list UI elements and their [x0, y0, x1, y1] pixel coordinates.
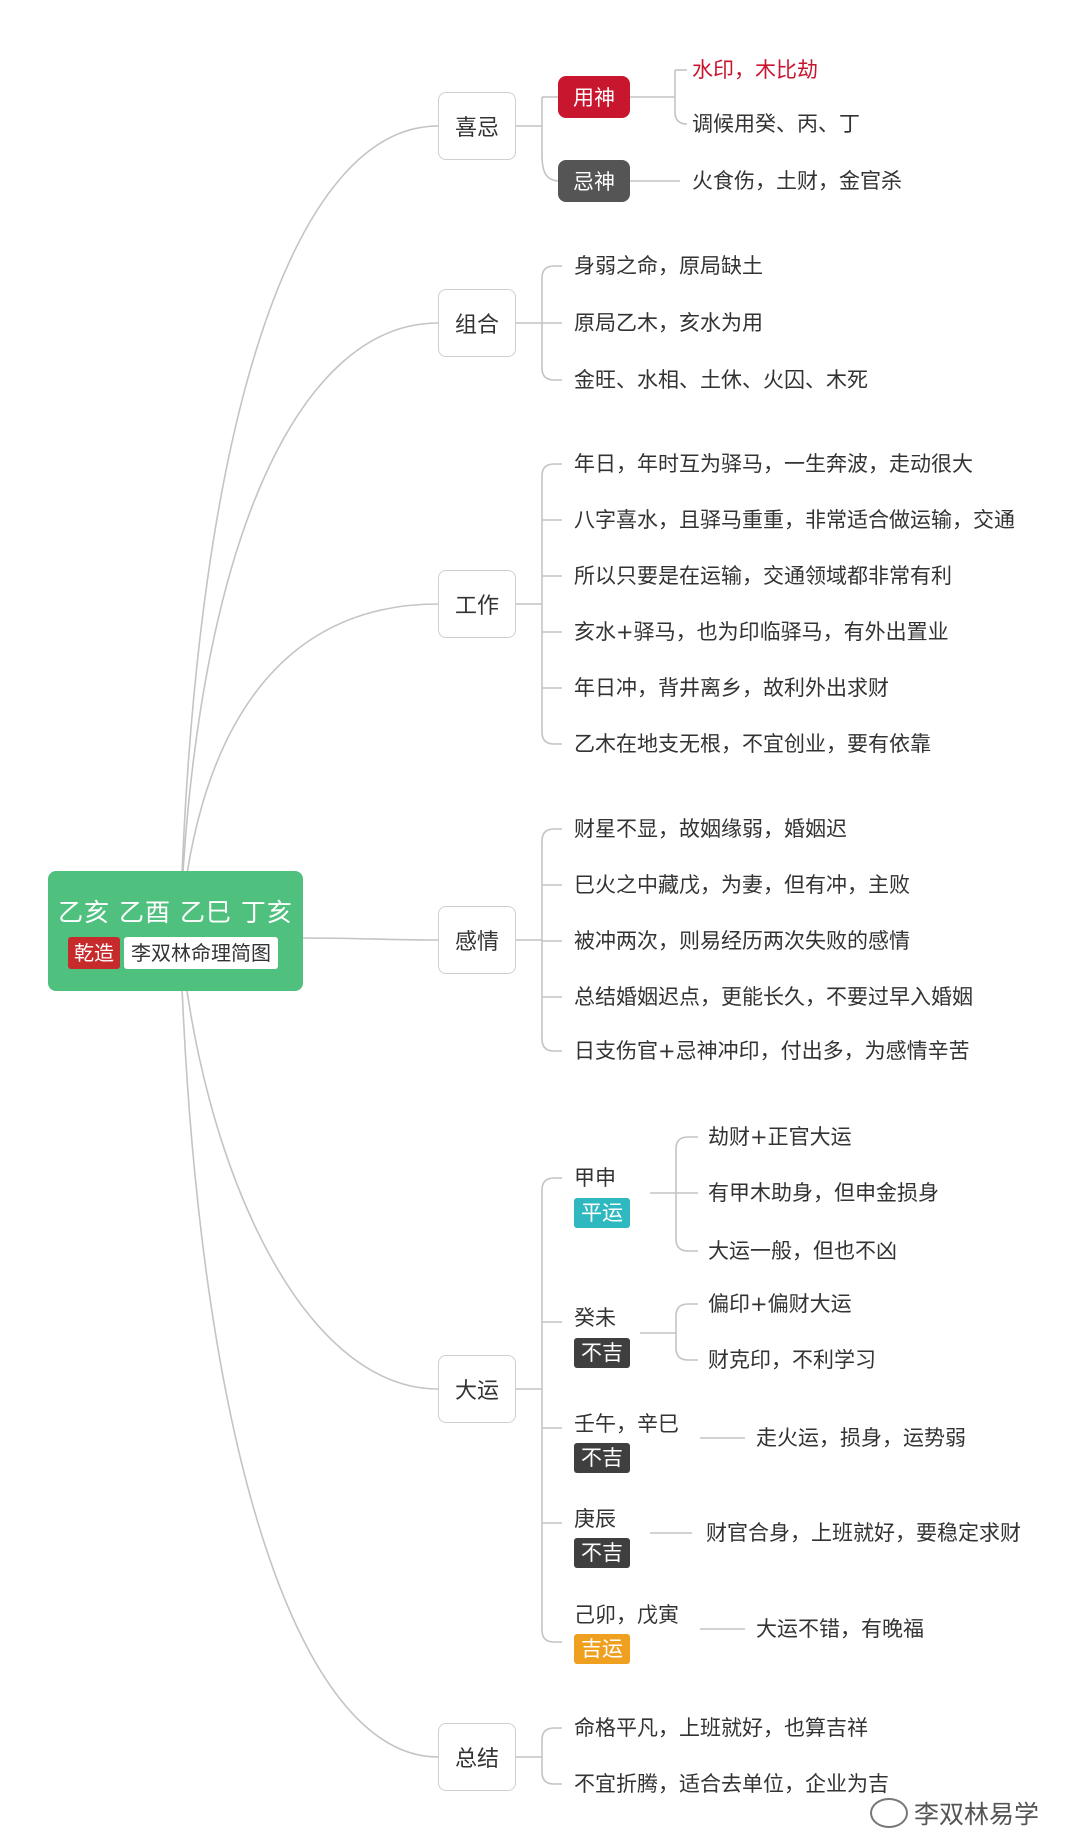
ganqing-item: 财星不显，故姻缘弱，婚姻迟: [574, 817, 847, 841]
gongzuo-item: 亥水+驿马，也为印临驿马，有外出置业: [574, 620, 949, 644]
jishen-node[interactable]: 忌神: [558, 160, 630, 202]
dayun-item: 大运一般，但也不凶: [708, 1239, 897, 1263]
dayun-period-name: 癸未: [574, 1306, 616, 1330]
wechat-icon: [870, 1798, 908, 1828]
root-title: 乙亥 乙酉 乙巳 丁亥: [58, 898, 293, 927]
dayun-period-name: 己卯，戊寅: [574, 1603, 679, 1627]
category-dayun[interactable]: 大运: [438, 1355, 516, 1423]
yongshen-item: 水印，木比劫: [692, 58, 818, 82]
category-zongjie[interactable]: 总结: [438, 1723, 516, 1791]
ganqing-item: 总结婚姻迟点，更能长久，不要过早入婚姻: [574, 985, 973, 1009]
dayun-item: 走火运，损身，运势弱: [756, 1426, 966, 1450]
zongjie-item: 命格平凡，上班就好，也算吉祥: [574, 1716, 868, 1740]
dayun-item: 财克印，不利学习: [708, 1348, 876, 1372]
dayun-period-name: 庚辰: [574, 1507, 616, 1531]
yongshen-node[interactable]: 用神: [558, 76, 630, 118]
dayun-tag-pingyun: 平运: [574, 1198, 630, 1228]
gongzuo-item: 年日，年时互为驿马，一生奔波，走动很大: [574, 452, 973, 476]
root-label: 李双林命理简图: [124, 937, 278, 969]
category-xiji[interactable]: 喜忌: [438, 92, 516, 160]
dayun-item: 有甲木助身，但申金损身: [708, 1181, 939, 1205]
gongzuo-item: 乙木在地支无根，不宜创业，要有依靠: [574, 732, 931, 756]
watermark: 李双林易学: [870, 1795, 1039, 1831]
root-node[interactable]: 乙亥 乙酉 乙巳 丁亥 乾造 李双林命理简图: [48, 871, 303, 991]
dayun-period-name: 壬午，辛巳: [574, 1412, 679, 1436]
dayun-item: 大运不错，有晚福: [756, 1617, 924, 1641]
zuhe-item: 身弱之命，原局缺土: [574, 254, 763, 278]
zuhe-item: 原局乙木，亥水为用: [574, 311, 763, 335]
zongjie-item: 不宜折腾，适合去单位，企业为吉: [574, 1772, 889, 1796]
jishen-item: 火食伤，土财，金官杀: [692, 169, 902, 193]
category-ganqing[interactable]: 感情: [438, 906, 516, 974]
ganqing-item: 被冲两次，则易经历两次失败的感情: [574, 929, 910, 953]
yongshen-item: 调候用癸、丙、丁: [692, 112, 860, 136]
zuhe-item: 金旺、水相、土休、火囚、木死: [574, 368, 868, 392]
dayun-tag-buji: 不吉: [574, 1538, 630, 1568]
gongzuo-item: 年日冲，背井离乡，故利外出求财: [574, 676, 889, 700]
ganqing-item: 日支伤官+忌神冲印，付出多，为感情辛苦: [574, 1039, 970, 1063]
dayun-item: 劫财+正官大运: [708, 1125, 852, 1149]
dayun-item: 财官合身，上班就好，要稳定求财: [706, 1521, 1021, 1545]
dayun-period-name: 甲申: [574, 1166, 616, 1190]
gender-badge: 乾造: [68, 937, 120, 969]
gongzuo-item: 八字喜水，且驿马重重，非常适合做运输，交通: [574, 508, 1015, 532]
dayun-tag-buji: 不吉: [574, 1338, 630, 1368]
watermark-text: 李双林易学: [914, 1800, 1040, 1829]
dayun-tag-buji: 不吉: [574, 1443, 630, 1473]
ganqing-item: 巳火之中藏戊，为妻，但有冲，主败: [574, 873, 910, 897]
dayun-tag-jiyun: 吉运: [574, 1634, 630, 1664]
category-gongzuo[interactable]: 工作: [438, 570, 516, 638]
dayun-item: 偏印+偏财大运: [708, 1292, 852, 1316]
gongzuo-item: 所以只要是在运输，交通领域都非常有利: [574, 564, 952, 588]
category-zuhe[interactable]: 组合: [438, 289, 516, 357]
